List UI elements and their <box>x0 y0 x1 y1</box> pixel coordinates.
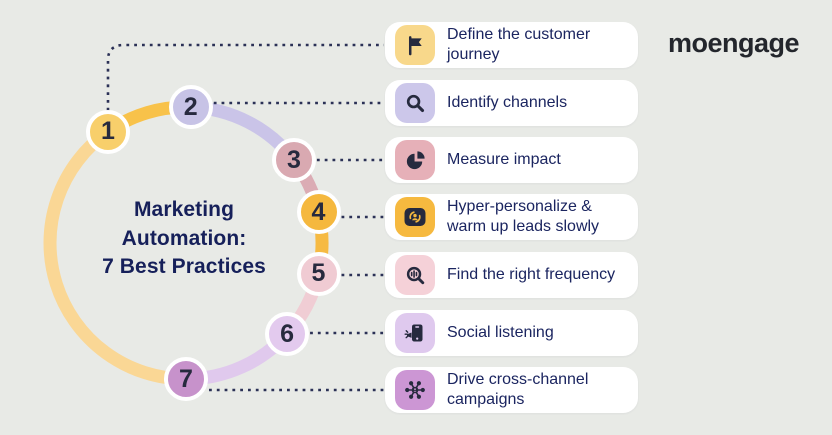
practice-card-4: Hyper-personalize & warm up leads slowly <box>385 194 638 240</box>
practice-label: Measure impact <box>447 151 561 168</box>
practice-card-7: Drive cross-channel campaigns <box>385 367 638 413</box>
step-node-5: 5 <box>296 251 341 296</box>
user-sync-icon <box>395 197 435 237</box>
frequency-search-icon <box>395 255 435 295</box>
title-line-3: 7 Best Practices <box>102 255 266 278</box>
practice-card-5: Find the right frequency <box>385 252 638 298</box>
practice-card-6: Social listening <box>385 310 638 356</box>
flag-icon <box>395 25 435 65</box>
step-node-4: 4 <box>296 190 341 235</box>
search-icon <box>395 83 435 123</box>
practice-card-1: Define the customer journey <box>385 22 638 68</box>
step-node-1: 1 <box>85 109 130 154</box>
step-node-2: 2 <box>168 85 213 130</box>
social-listening-icon <box>395 313 435 353</box>
step-node-7: 7 <box>164 357 208 401</box>
cross-channel-icon <box>395 370 435 410</box>
moengage-logo: moengage <box>668 28 800 58</box>
practice-label: Hyper-personalize & warm up leads slowly <box>447 198 600 235</box>
practice-label: Find the right frequency <box>447 266 616 283</box>
step-node-6: 6 <box>265 312 310 356</box>
practice-card-3: Measure impact <box>385 137 638 183</box>
practice-card-2: Identify channels <box>385 80 638 126</box>
practice-label: Drive cross-channel campaigns <box>447 371 589 408</box>
diagram-title: Marketing Automation: 7 Best Practices <box>58 196 310 282</box>
practice-label: Define the customer journey <box>447 26 591 63</box>
title-line-1: Marketing <box>133 198 235 221</box>
practice-label: Identify channels <box>447 94 568 111</box>
step-node-3: 3 <box>271 138 316 183</box>
title-line-2: Automation: <box>121 226 247 250</box>
practice-label: Social listening <box>447 324 554 341</box>
pie-chart-icon <box>395 140 435 180</box>
